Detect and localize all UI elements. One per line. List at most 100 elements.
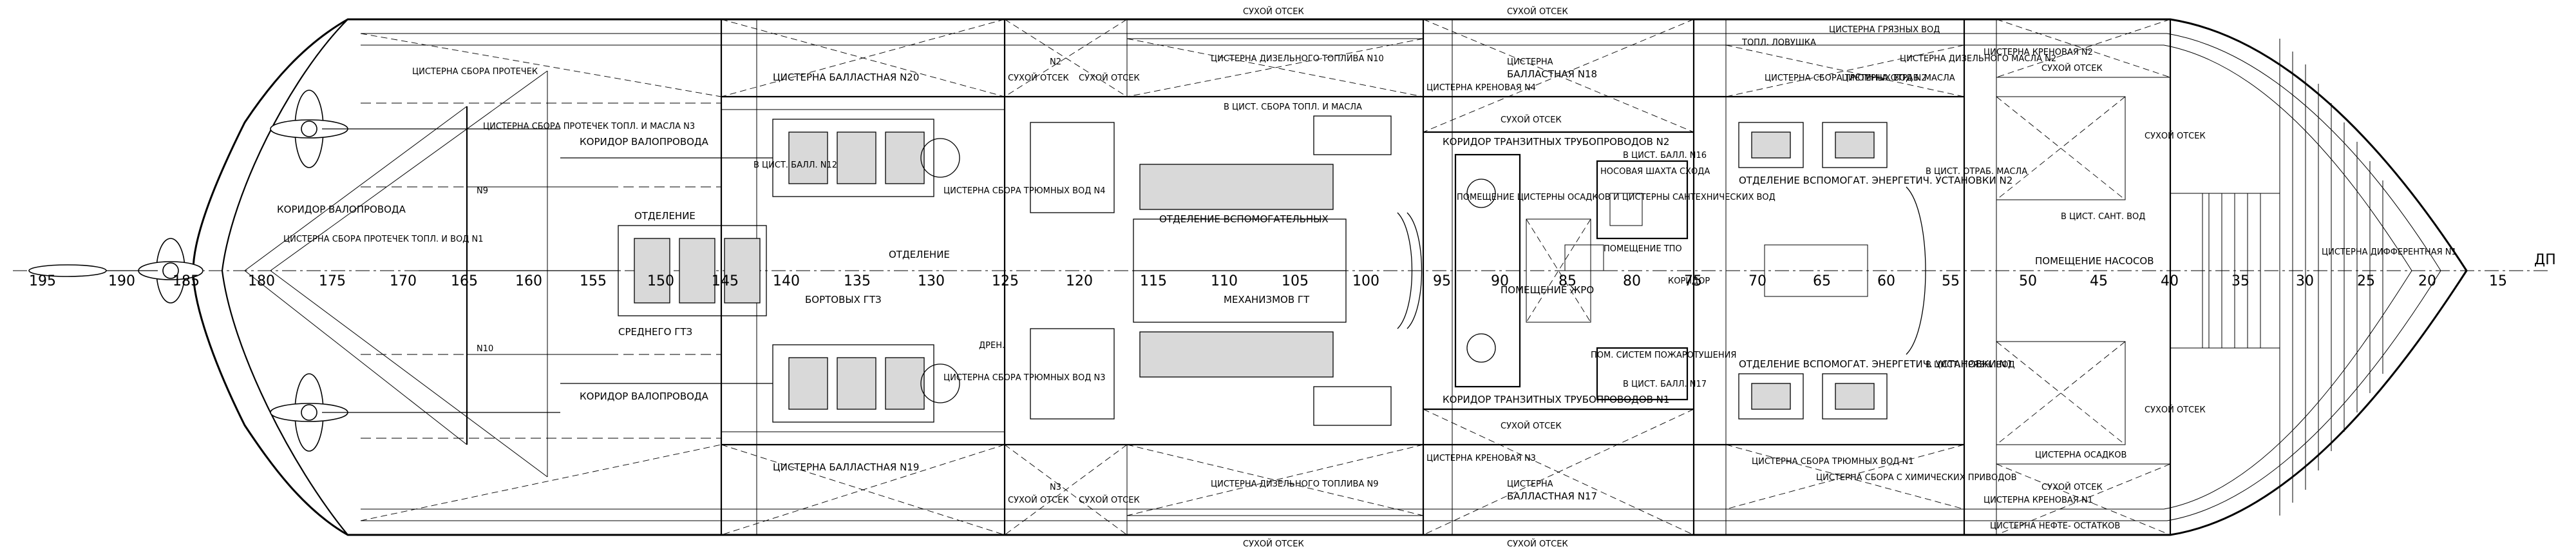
frame-55: 55 [1942,273,1960,289]
frame-115: 115 [1140,273,1167,289]
aux-energy-rooms [1738,122,1926,420]
oily-water-4-label: ЦИСТЕРНА СБОРА ТРЮМНЫХ ВОД N4 [943,186,1106,196]
sludge-label: ЦИСТЕРНА ОСАДКОВ [2035,450,2126,460]
ballast-19-label: ЦИСТЕРНА БАЛЛАСТНАЯ N19 [773,461,919,473]
frame-135: 135 [844,273,871,289]
frame-35: 35 [2231,273,2249,289]
shaft-lines [361,71,721,477]
frame-125: 125 [992,273,1019,289]
dry-top-label-2: СУХОЙ ОТСЕК [1507,6,1568,17]
dry-compartments [1004,19,2171,536]
frame-40: 40 [2161,273,2179,289]
frame-85: 85 [1558,273,1577,289]
stern-inner [244,106,468,445]
propeller-middle [28,238,204,304]
n10-label: N10 [477,344,493,354]
wc-note: В ЦИСТ. САНТ. ВОД [2061,212,2145,222]
water-note: В ЦИСТ. ГРЯЗН. ВОД [1926,360,2015,370]
dry-a4-label: СУХОЙ ОТСЕК [1079,495,1140,505]
heel-3-label: ЦИСТЕРНА КРЕНОВАЯ N3 [1426,454,1536,463]
aux-rooms [1454,153,1689,401]
shaft-corridor-mid-label: КОРИДОР ВАЛОПРОВОДА [277,204,406,215]
diesel-fuel-10-label: ЦИСТЕРНА ДИЗЕЛЬНОГО ТОПЛИВА N10 [1211,54,1384,64]
bow-shaft-label: НОСОВАЯ ШАХТА СХОДА [1600,167,1710,177]
frame-110: 110 [1211,273,1238,289]
n2-label: N2 [1050,57,1061,67]
frame-50: 50 [2019,273,2037,289]
diesel-fuel-9-label: ЦИСТЕРНА ДИЗЕЛЬНОГО ТОПЛИВА N9 [1211,479,1379,489]
stern-tank-label: ЦИСТЕРНА СБОРА ПРОТЕЧЕК ТОПЛ. И ВОД N1 [283,235,484,244]
heel-4-label: ЦИСТЕРНА КРЕНОВАЯ N4 [1426,83,1536,93]
oily-water-3-label: ЦИСТЕРНА СБОРА ТРЮМНЫХ ВОД N3 [943,373,1106,383]
bilge-note-2: В ЦИСТ. БАЛЛ. N16 [1623,151,1707,160]
waste-oil-label: ЦИСТЕРНА ОТРАБ. МАСЛА [1842,73,1955,83]
gas-turbine-units [1030,115,1423,426]
main-gearbox-bottom [560,344,960,423]
oil-leak-label: ЦИСТЕРНА СБОРА ПРОТЕЧЕК ТОПЛ. И МАСЛА N3 [483,122,695,131]
hull-outline [192,18,2468,536]
frame-25: 25 [2357,273,2375,289]
dry-c2-label: СУХОЙ ОТСЕК [2145,405,2206,415]
frame-170: 170 [390,273,417,289]
frame-165: 165 [451,273,478,289]
dirty-water-1-label: ЦИСТЕРНА СБОРА ТРЮМНЫХ ВОД N1 [1752,457,1914,467]
dirty-water-label: ЦИСТЕРНА ГРЯЗНЫХ ВОД [1829,25,1940,35]
pipe-notes: В ЦИСТ. БАЛЛ. N12 В ЦИСТ. ОТРАБ. МАСЛА В… [753,102,2145,389]
frame-45: 45 [2090,273,2108,289]
propeller-top [270,90,560,168]
valve-note: В ЦИСТ. БАЛЛ. N12 [753,160,837,170]
aux-compartment-label: ОТДЕЛЕНИЕ ВСПОМОГАТЕЛЬНЫХ [1159,213,1329,225]
aux-energy-2-label: ОТДЕЛЕНИЕ ВСПОМОГАТ. ЭНЕРГЕТИЧ. УСТАНОВК… [1739,175,2012,186]
heel-2-label: ЦИСТЕРНА КРЕНОВАЯ N2 [1984,48,2093,57]
room-labels: КОРИДОР ВАЛОПРОВОДА КОРИДОР ВАЛОПРОВОДА … [277,57,2154,492]
tank-labels: СУХОЙ ОТСЕК СУХОЙ ОТСЕК СУХОЙ ОТСЕК СУХО… [283,6,2457,549]
fuel-trap-label: ТОПЛ. ЛОВУШКА [1741,38,1816,48]
aux-room-label: ПОМЕЩЕНИЕ ЖРО [1501,284,1594,296]
frame-140: 140 [773,273,800,289]
frame-15: 15 [2489,273,2507,289]
frame-190: 190 [108,273,135,289]
centreline-label: ДП [2534,252,2556,268]
frame-numbers: 195 190 185 180 175 170 165 160 155 150 … [29,273,2507,289]
ballast-17-head: ЦИСТЕРНА [1507,479,1553,489]
frame-80: 80 [1623,273,1641,289]
ballast-20-label: ЦИСТЕРНА БАЛЛАСТНАЯ N20 [773,72,919,83]
mechanisms-label: МЕХАНИЗМОВ ГТ [1224,294,1310,305]
oil-residue-label: ЦИСТЕРНА НЕФТЕ- ОСТАТКОВ [1990,521,2120,531]
tpo-room-label: ПОМЕЩЕНИЕ ТПО [1604,244,1682,254]
pumps-room-label: ПОМЕЩЕНИЕ НАСОСОВ [2035,255,2154,267]
main-gearbox-top [560,119,960,197]
dry-fwd-top-label: СУХОЙ ОТСЕК [2041,63,2103,73]
frame-160: 160 [515,273,542,289]
frame-60: 60 [1877,273,1895,289]
frame-130: 130 [918,273,945,289]
main-gearbox-middle [419,225,767,316]
chem-drain-label: ЦИСТЕРНА СБОРА С ХИМИЧЕСКИХ ПРИВОДОВ [1816,473,2017,483]
gtz-compartment-2-label: ОТДЕЛЕНИЕ [889,249,950,260]
dry-b1-label: СУХОЙ ОТСЕК [1501,115,1562,125]
frame-75: 75 [1684,273,1702,289]
dry-bottom-label-2: СУХОЙ ОТСЕК [1507,539,1568,549]
corridor-label: КОРИДОР [1668,276,1710,286]
sewage-room-label: ПОМЕЩЕНИЕ ЦИСТЕРНЫ ОСАДКОВ И ЦИСТЕРНЫ СА… [1457,193,1776,202]
lub-stern-label: ЦИСТЕРНА СБОРА ПРОТЕЧЕК [412,67,538,77]
frame-155: 155 [580,273,607,289]
dry-top-label: СУХОЙ ОТСЕК [1243,6,1304,17]
frame-65: 65 [1813,273,1831,289]
dry-bottom-label: СУХОЙ ОТСЕК [1243,539,1304,549]
shaft-corridor-top-label: КОРИДОР ВАЛОПРОВОДА [580,136,709,148]
dry-a2-label: СУХОЙ ОТСЕК [1008,495,1069,505]
frame-105: 105 [1282,273,1309,289]
heel-1-label: ЦИСТЕРНА КРЕНОВАЯ N1 [1984,496,2093,505]
frame-95: 95 [1433,273,1451,289]
dry-a1-label: СУХОЙ ОТСЕК [1008,73,1069,83]
fuel-note: В ЦИСТ. СБОРА ТОПЛ. И МАСЛА [1224,102,1362,112]
frame-150: 150 [647,273,674,289]
frame-175: 175 [319,273,346,289]
gtz-compartment-label: ОТДЕЛЕНИЕ [634,210,696,222]
ballast-18-head: ЦИСТЕРНА [1507,57,1553,67]
dry-fwd-bottom-label: СУХОЙ ОТСЕК [2041,482,2103,492]
dry-c1-label: СУХОЙ ОТСЕК [2145,131,2206,141]
bilge-note: В ЦИСТ. БАЛЛ. N17 [1623,380,1707,389]
